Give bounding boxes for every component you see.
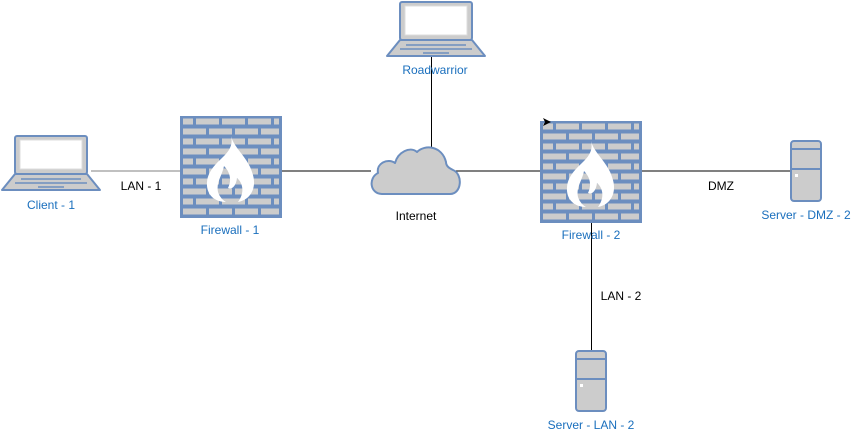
server-lan2-server-icon[interactable]	[575, 350, 607, 412]
client1-laptop-icon[interactable]	[1, 135, 101, 191]
client1-label: Client - 1	[26, 198, 76, 212]
firewall2-label: Firewall - 2	[561, 228, 621, 242]
edge-label-lan2: LAN - 2	[600, 289, 642, 303]
server-dmz2-label: Server - DMZ - 2	[761, 208, 851, 222]
roadwarrior-label: Roadwarrior	[402, 63, 468, 77]
firewall1-label: Firewall - 1	[200, 223, 260, 237]
firewall2-firewall-icon[interactable]	[540, 121, 642, 223]
edge-label-lan1: LAN - 1	[120, 179, 162, 193]
server-dmz2-server-icon[interactable]	[790, 140, 822, 202]
internet-label: Internet	[395, 209, 437, 223]
edge-label-dmz: DMZ	[708, 179, 734, 193]
roadwarrior-laptop-icon[interactable]	[386, 1, 486, 57]
server-lan2-label: Server - LAN - 2	[547, 418, 635, 432]
firewall1-firewall-icon[interactable]	[180, 116, 282, 218]
arrow-marker-icon	[543, 118, 551, 126]
internet-cloud-icon[interactable]	[370, 146, 461, 195]
